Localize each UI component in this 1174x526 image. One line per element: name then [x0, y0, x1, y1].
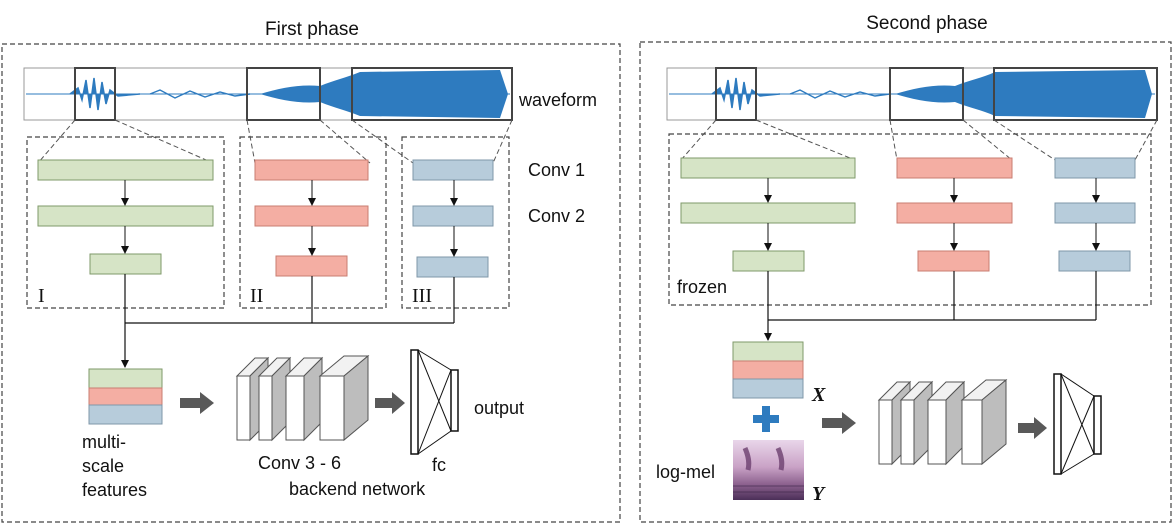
waveform-2 — [666, 67, 1158, 121]
frozen-label: frozen — [677, 277, 727, 297]
waveform-label: waveform — [518, 90, 597, 110]
backend-blocks-1 — [235, 354, 370, 442]
branch-box-2 — [239, 136, 387, 309]
conv2-block-p2-i — [680, 202, 856, 224]
conv1-block-i — [37, 159, 214, 181]
conv1-label: Conv 1 — [528, 160, 585, 180]
merge-lines-1 — [124, 274, 455, 324]
feature-green-1 — [88, 368, 163, 389]
conv1-block-p2-iii — [1054, 157, 1136, 179]
multiscale-label-line2: scale — [82, 456, 124, 476]
out-block-ii — [275, 255, 348, 277]
fc-layer-1 — [410, 349, 459, 455]
conv2-label: Conv 2 — [528, 206, 585, 226]
block-arrow-1 — [180, 392, 214, 414]
conv1-block-ii — [254, 159, 369, 181]
feature-blue-2 — [732, 378, 804, 399]
branch-label-ii: II — [250, 285, 263, 307]
block-arrow-4 — [1018, 417, 1047, 439]
conv2-block-iii — [412, 205, 494, 227]
projection-lines-2 — [680, 119, 1158, 161]
conv1-block-p2-ii — [896, 157, 1013, 179]
conv2-block-p2-iii — [1054, 202, 1136, 224]
multiscale-label-line1: multi- — [82, 432, 126, 452]
fc-layer-2 — [1053, 373, 1102, 475]
branch-box-3 — [401, 136, 510, 309]
conv36-label: Conv 3 - 6 — [258, 453, 341, 473]
conv1-block-iii — [412, 159, 494, 181]
block-arrow-2 — [375, 392, 405, 414]
y-label: Y — [812, 483, 826, 505]
conv2-block-ii — [254, 205, 369, 227]
projection-lines-1 — [37, 119, 513, 164]
conv2-block-i — [37, 205, 214, 227]
x-label: X — [811, 384, 826, 406]
phase1-title: First phase — [265, 19, 359, 40]
merge-lines-2 — [767, 271, 1097, 321]
output-label: output — [474, 398, 524, 418]
out-block-p2-iii — [1058, 250, 1131, 272]
out-block-p2-i — [732, 250, 805, 272]
branch-label-i: I — [38, 285, 45, 307]
waveform-1 — [23, 67, 513, 121]
out-block-p2-ii — [917, 250, 990, 272]
feature-blue-1 — [88, 404, 163, 425]
phase2-title: Second phase — [866, 13, 988, 34]
feature-red-2 — [732, 360, 804, 380]
backend-blocks-2 — [877, 378, 1008, 466]
backend-label: backend network — [289, 479, 426, 499]
logmel-spectrogram — [733, 440, 804, 500]
out-block-iii — [416, 256, 489, 278]
logmel-label: log-mel — [656, 462, 715, 482]
frozen-box — [668, 133, 1152, 306]
conv2-block-p2-ii — [896, 202, 1013, 224]
feature-red-1 — [88, 387, 163, 406]
plus-icon — [753, 406, 779, 432]
phase2-frame — [639, 41, 1172, 523]
fc-label: fc — [432, 455, 446, 475]
conv1-block-p2-i — [680, 157, 856, 179]
phase1-frame — [1, 43, 621, 523]
branch-label-iii: III — [412, 285, 432, 307]
multiscale-label-line3: features — [82, 480, 147, 500]
feature-green-2 — [732, 341, 804, 362]
out-block-i — [89, 253, 162, 275]
block-arrow-3 — [822, 412, 856, 434]
